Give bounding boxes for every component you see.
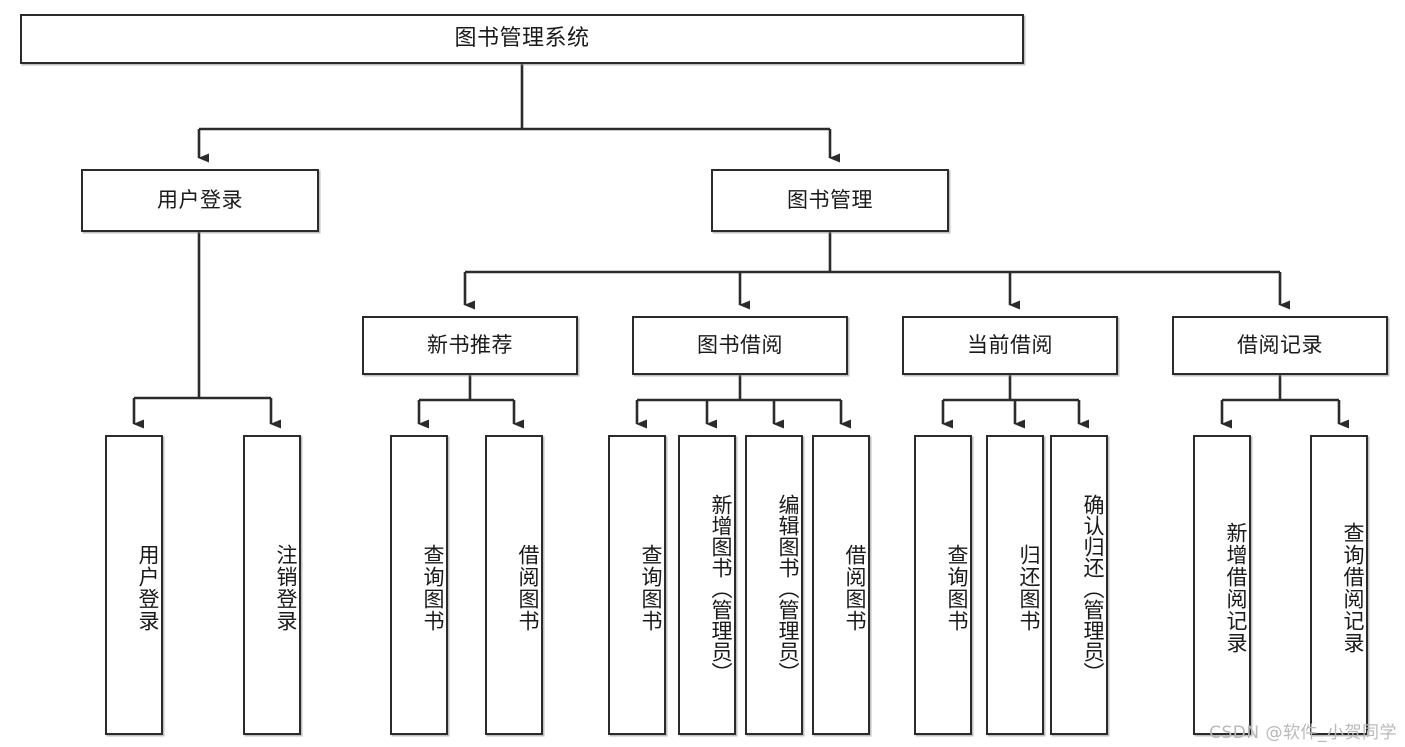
leaf-query-book-2[interactable]: 查询图书	[608, 435, 666, 735]
node-root[interactable]: 图书管理系统	[20, 14, 1024, 64]
node-book-manage[interactable]: 图书管理	[711, 169, 949, 232]
leaf-confirm-return[interactable]: 确认归还（管理员）	[1050, 435, 1108, 735]
node-new-book-rec[interactable]: 新书推荐	[362, 316, 578, 375]
leaf-user-login[interactable]: 用户登录	[105, 435, 163, 735]
leaf-borrow-book-1[interactable]: 借阅图书	[485, 435, 543, 735]
node-borrow-record[interactable]: 借阅记录	[1172, 316, 1388, 375]
leaf-borrow-book-2[interactable]: 借阅图书	[812, 435, 870, 735]
leaf-return-book[interactable]: 归还图书	[986, 435, 1044, 735]
node-current-borrow[interactable]: 当前借阅	[902, 316, 1118, 375]
leaf-logout[interactable]: 注销登录	[243, 435, 301, 735]
csdn-watermark: CSDN @软件_小贺同学	[1209, 723, 1397, 743]
leaf-add-book[interactable]: 新增图书（管理员）	[678, 435, 736, 735]
leaf-add-record[interactable]: 新增借阅记录	[1193, 435, 1251, 735]
node-book-borrow[interactable]: 图书借阅	[632, 316, 848, 375]
leaf-query-book-3[interactable]: 查询图书	[914, 435, 972, 735]
leaf-query-record[interactable]: 查询借阅记录	[1310, 435, 1368, 735]
leaf-edit-book[interactable]: 编辑图书（管理员）	[745, 435, 803, 735]
node-user-login[interactable]: 用户登录	[81, 169, 319, 232]
leaf-query-book-1[interactable]: 查询图书	[390, 435, 448, 735]
